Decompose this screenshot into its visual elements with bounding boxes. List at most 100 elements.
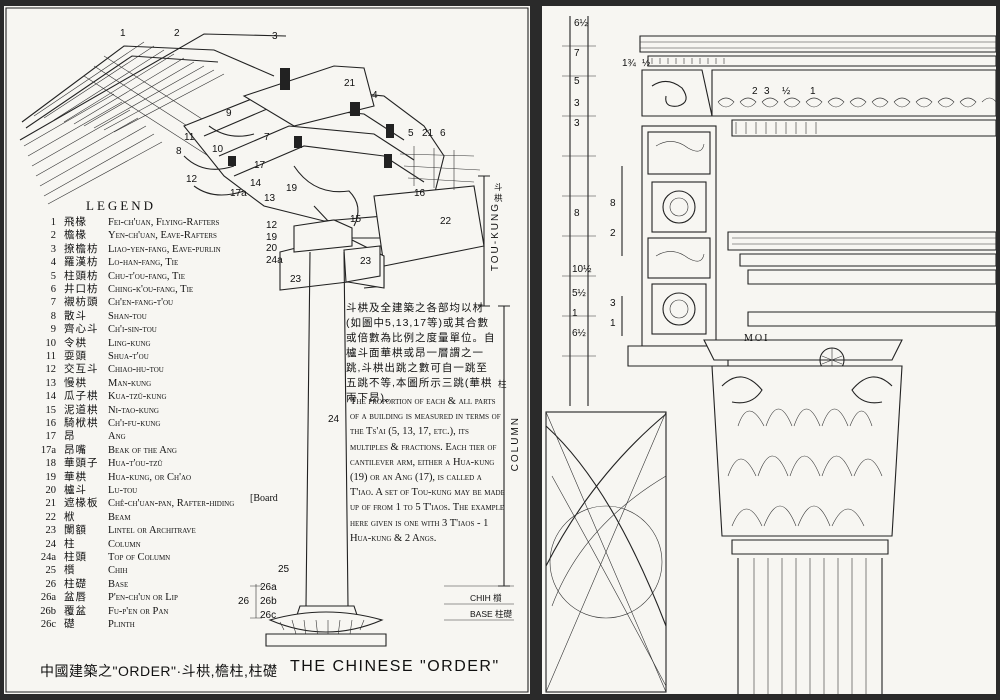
legend-text: Ch'i-sin-tou [108,324,157,336]
svg-text:21: 21 [422,128,434,139]
svg-text:10½: 10½ [572,264,592,275]
svg-text:21: 21 [344,78,356,89]
legend-item: 14 瓜子栱 Kua-tzŭ-kung [34,388,284,404]
bottom-title: THE CHINESE "ORDER" [290,658,500,675]
legend-text: Fei-ch'uan, Flying-Rafters [108,217,220,228]
svg-text:8: 8 [610,198,616,209]
svg-text:22: 22 [440,216,452,227]
legend-number: 15 [45,404,57,416]
legend-number: 26 [45,578,57,590]
svg-text:23: 23 [360,256,372,267]
svg-text:16: 16 [414,188,426,199]
legend-chinese: 華頭子 [64,458,99,470]
moi-label: MOI [744,333,770,344]
svg-text:8: 8 [176,146,182,157]
tou-kung-label: TOU-KUNG [490,202,501,272]
svg-text:½: ½ [642,58,651,69]
svg-text:23: 23 [290,274,302,285]
legend-text: Shua-t'ou [108,351,149,362]
legend-number: 4 [50,257,56,269]
ornament-panel [641,125,717,347]
svg-text:3: 3 [764,86,770,97]
legend-chinese: 盆唇 [64,592,87,604]
legend-text: Yen-ch'uan, Eave-Rafters [108,230,217,242]
legend-chinese: 栿 [64,511,76,523]
legend-number: 10 [45,337,57,349]
corinthian-diagram: 6½ 7 5 3 3 1¾ ½ 2 3 ½ 1 8 10½ 5½ 1 6½ 8 … [545,16,996,694]
legend-text: Ch'i-fu-kung [108,418,161,429]
svg-text:1: 1 [572,308,578,319]
proportion-note: The proportion of each & all parts of a … [350,396,505,544]
legend-text: Hua-t'ou-tzŭ [108,458,163,470]
svg-text:1: 1 [120,28,126,39]
legend-text: Shan-tou [108,310,147,322]
legend-chinese: 瓜子栱 [64,391,99,403]
legend-text: Beam [108,511,131,523]
svg-text:4: 4 [372,90,378,101]
legend-number: 21 [45,498,57,510]
svg-text:2: 2 [610,228,616,239]
legend-number: 23 [45,525,57,537]
legend-number: 20 [45,485,57,496]
legend-text: Column [108,538,141,550]
legend-chinese: 交互斗 [64,364,99,376]
chih-label: CHIH 櫍 [470,593,502,603]
legend-number: 25 [45,565,57,577]
column-cn-label: 柱 [498,379,507,389]
legend-chinese: 撩檐枋 [64,243,99,255]
svg-text:17a: 17a [230,188,247,199]
legend-number: 8 [50,310,56,322]
svg-text:3: 3 [574,118,580,129]
legend-number: 14 [45,391,57,403]
legend-text: Kua-tzŭ-kung [108,391,167,403]
legend-number: 18 [45,458,57,470]
legend-text: P'en-ch'un or Lip [108,592,178,604]
legend-text: Chiao-hu-tou [108,364,164,376]
legend-chinese: 櫨斗 [64,485,87,496]
legend-number: 1 [50,217,56,228]
svg-text:10: 10 [212,144,224,155]
svg-text:7: 7 [264,132,270,143]
svg-text:6½: 6½ [574,18,589,29]
diagram-numbers: 1 2 3 21 4 9 11 8 10 7 5 21 6 12 17 17a … [120,28,452,621]
legend-title: LEGEND [86,198,156,213]
legend-number: 26c [40,619,56,630]
legend-number: 17a [40,444,56,456]
svg-text:25: 25 [278,564,290,575]
svg-text:5: 5 [574,76,580,87]
abacus [703,339,903,373]
svg-text:12: 12 [186,174,198,185]
legend-chinese: 騎栿栱 [64,418,99,429]
tou-kung-cn-label: 斗栱 [494,182,503,203]
legend-item: 8 散斗 Shan-tou [34,308,284,324]
svg-text:3: 3 [272,31,278,42]
legend-text: Lo-han-fang, Tie [108,257,179,269]
svg-text:6½: 6½ [572,328,587,339]
svg-text:12: 12 [266,220,278,231]
legend-chinese: 羅漢枋 [64,257,99,269]
legend-chinese: 慢栱 [64,377,87,389]
legend-chinese: 散斗 [64,310,87,322]
legend-chinese: 闌額 [64,525,87,537]
legend-text: Chih [108,565,128,577]
dimension-lines [562,16,623,406]
legend-chinese: 耍頭 [64,351,87,362]
legend-number: 3 [50,243,56,255]
legend-chinese: 華栱 [64,471,87,483]
svg-text:13: 13 [264,193,276,204]
